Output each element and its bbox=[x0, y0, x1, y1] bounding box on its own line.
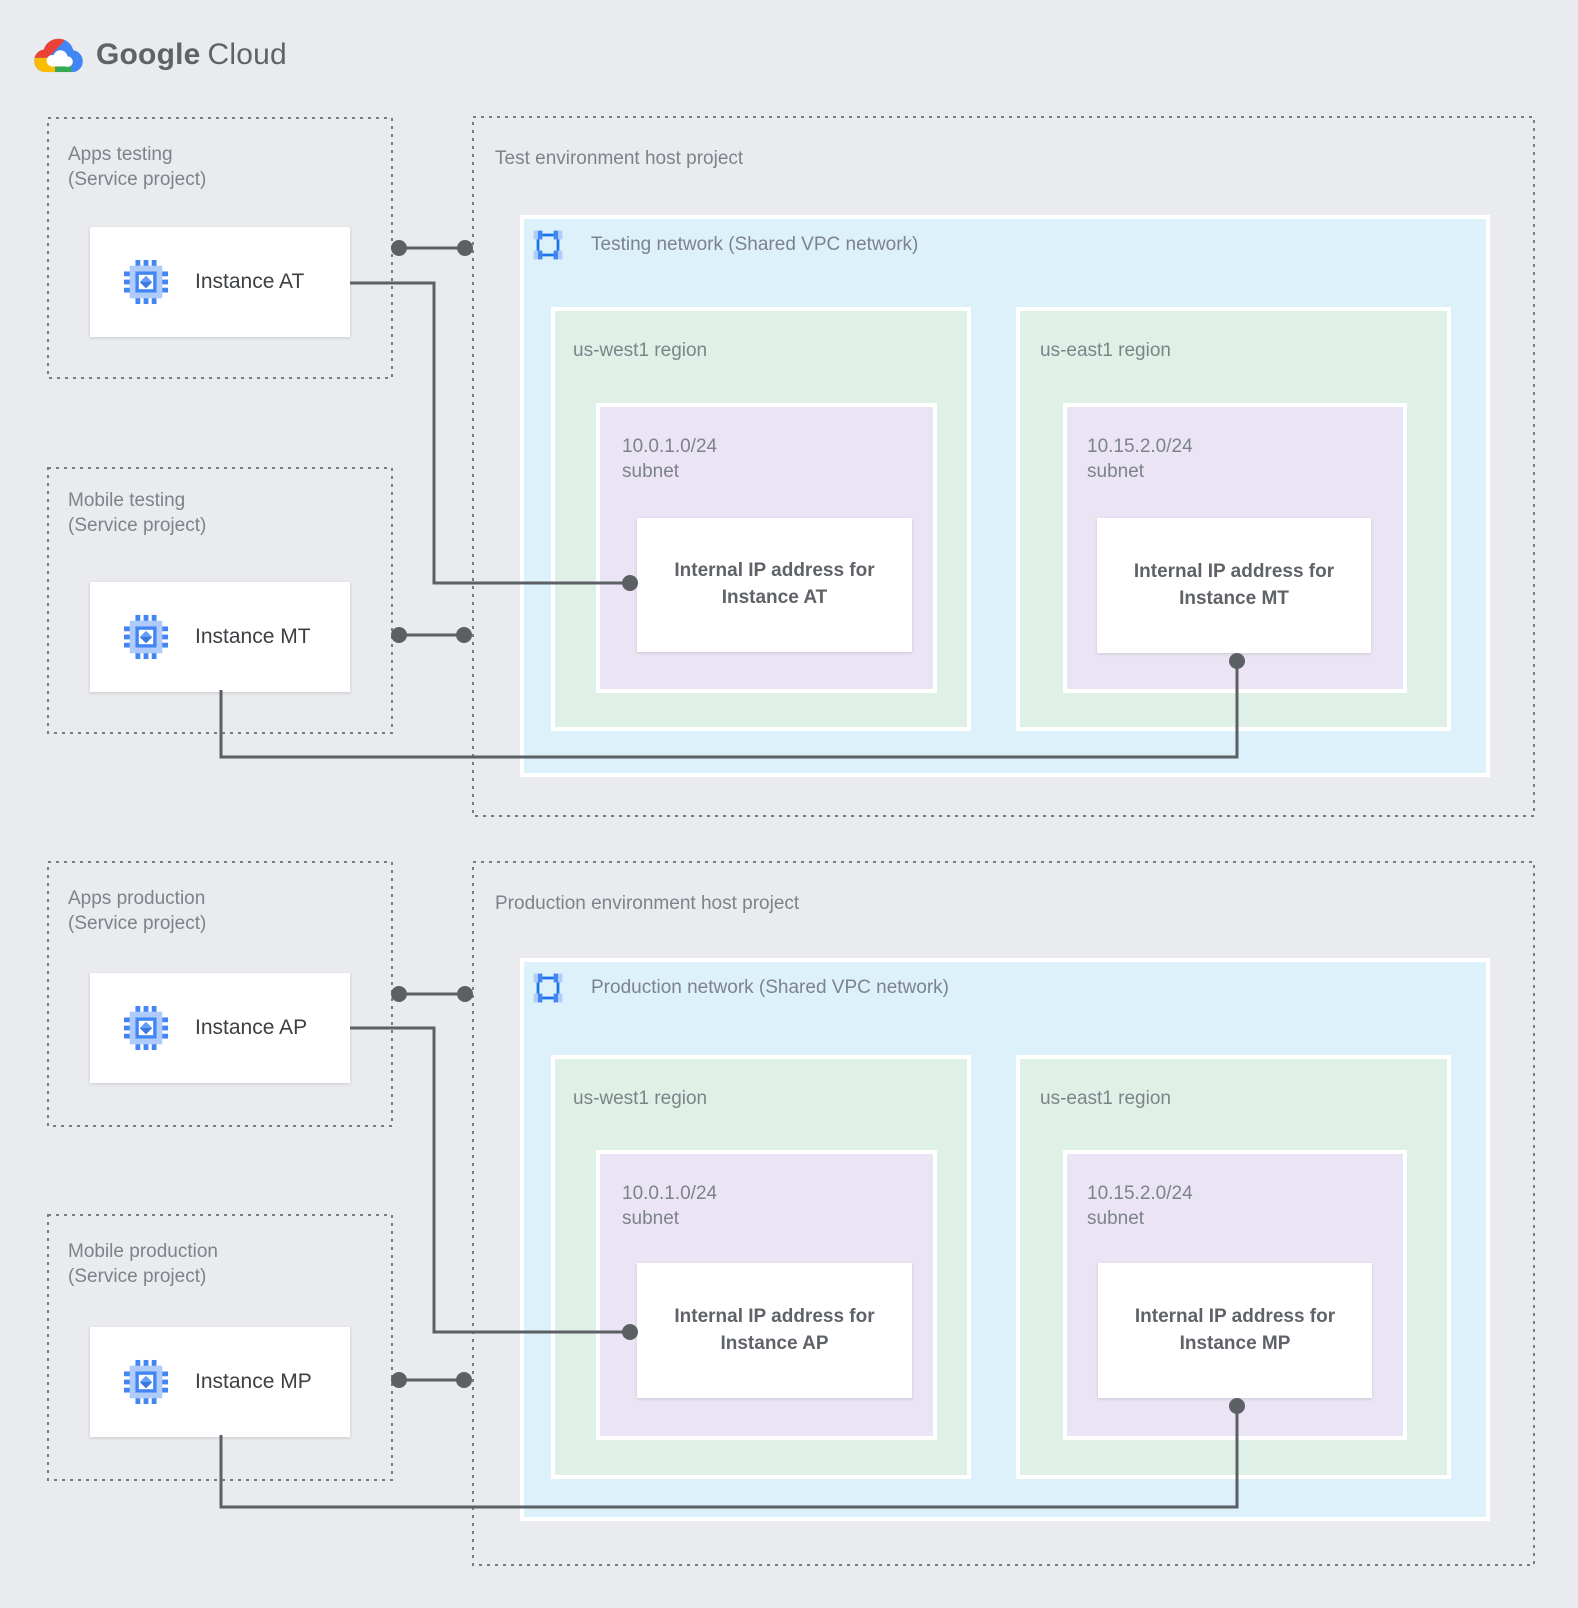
service-project-label: Mobile production (Service project) bbox=[68, 1239, 218, 1289]
service-project-type: (Service project) bbox=[68, 1266, 207, 1288]
google-cloud-logo-icon bbox=[34, 38, 83, 73]
instance-label: Instance AT bbox=[195, 270, 305, 293]
ip-label-line1: Internal IP address for bbox=[1133, 560, 1335, 582]
service-project-name: Apps testing bbox=[68, 144, 173, 165]
service-project-name: Mobile production bbox=[68, 1241, 218, 1262]
production-network-header: Production network (Shared VPC network) bbox=[533, 973, 949, 1003]
subnet-cidr: 10.15.2.0/24 bbox=[1087, 436, 1193, 457]
service-project-label: Mobile testing (Service project) bbox=[68, 488, 206, 538]
instance-mt-box: Instance MT bbox=[90, 582, 350, 692]
logo-cloud: Cloud bbox=[207, 38, 287, 71]
subnet-word: subnet bbox=[622, 461, 680, 483]
region-label: us-west1 region bbox=[573, 1088, 708, 1109]
ip-label-line1: Internal IP address for bbox=[1134, 1305, 1336, 1327]
ip-label-line2: Instance AP bbox=[720, 1332, 829, 1354]
internal-ip-box-mt: Internal IP address for Instance MT bbox=[1097, 518, 1371, 653]
subnet-label: 10.15.2.0/24 subnet bbox=[1087, 434, 1193, 484]
instance-ap-box: Instance AP bbox=[90, 973, 350, 1083]
service-project-type: (Service project) bbox=[68, 515, 207, 537]
network-label: Production network (Shared VPC network) bbox=[591, 977, 949, 998]
instance-label: Instance MT bbox=[195, 625, 311, 648]
compute-engine-chip-icon bbox=[123, 614, 169, 660]
compute-engine-chip-icon bbox=[123, 1005, 169, 1051]
instance-at-box: Instance AT bbox=[90, 227, 350, 337]
subnet-word: subnet bbox=[1087, 461, 1145, 483]
host-project-title: Test environment host project bbox=[495, 148, 744, 169]
region-label: us-east1 region bbox=[1040, 340, 1171, 361]
host-project-title: Production environment host project bbox=[495, 893, 800, 914]
logo-google: Google bbox=[96, 38, 201, 71]
testing-network-header: Testing network (Shared VPC network) bbox=[533, 230, 918, 260]
subnet-word: subnet bbox=[1087, 1208, 1145, 1230]
instance-label: Instance MP bbox=[195, 1370, 312, 1393]
subnet-label: 10.0.1.0/24 subnet bbox=[622, 1181, 717, 1231]
ip-label-line2: Instance MP bbox=[1179, 1332, 1291, 1354]
internal-ip-box-at: Internal IP address for Instance AT bbox=[637, 518, 912, 652]
network-label: Testing network (Shared VPC network) bbox=[591, 234, 919, 255]
region-label: us-east1 region bbox=[1040, 1088, 1171, 1109]
internal-ip-box-mp: Internal IP address for Instance MP bbox=[1098, 1263, 1372, 1398]
subnet-cidr: 10.0.1.0/24 bbox=[622, 436, 718, 457]
subnet-cidr: 10.15.2.0/24 bbox=[1087, 1183, 1193, 1204]
service-project-name: Mobile testing bbox=[68, 490, 186, 511]
instance-mp-box: Instance MP bbox=[90, 1327, 350, 1437]
compute-engine-chip-icon bbox=[123, 1359, 169, 1405]
subnet-word: subnet bbox=[622, 1208, 680, 1230]
ip-label-line2: Instance MT bbox=[1179, 587, 1289, 609]
instance-label: Instance AP bbox=[195, 1016, 308, 1039]
service-project-name: Apps production bbox=[68, 888, 206, 909]
ip-label-line1: Internal IP address for bbox=[674, 1305, 875, 1327]
vpc-network-icon bbox=[533, 973, 563, 1003]
vpc-network-icon bbox=[533, 230, 563, 260]
service-project-label: Apps production (Service project) bbox=[68, 886, 206, 936]
internal-ip-box-ap: Internal IP address for Instance AP bbox=[637, 1263, 912, 1398]
subnet-label: 10.15.2.0/24 subnet bbox=[1087, 1181, 1193, 1231]
ip-label-line2: Instance AT bbox=[721, 587, 828, 608]
region-label: us-west1 region bbox=[573, 340, 708, 361]
service-project-label: Apps testing (Service project) bbox=[68, 142, 206, 192]
compute-engine-chip-icon bbox=[123, 259, 169, 305]
subnet-cidr: 10.0.1.0/24 bbox=[622, 1183, 718, 1204]
service-project-type: (Service project) bbox=[68, 169, 207, 191]
subnet-label: 10.0.1.0/24 subnet bbox=[622, 434, 717, 484]
service-project-type: (Service project) bbox=[68, 913, 207, 935]
ip-label-line1: Internal IP address for bbox=[674, 560, 875, 582]
